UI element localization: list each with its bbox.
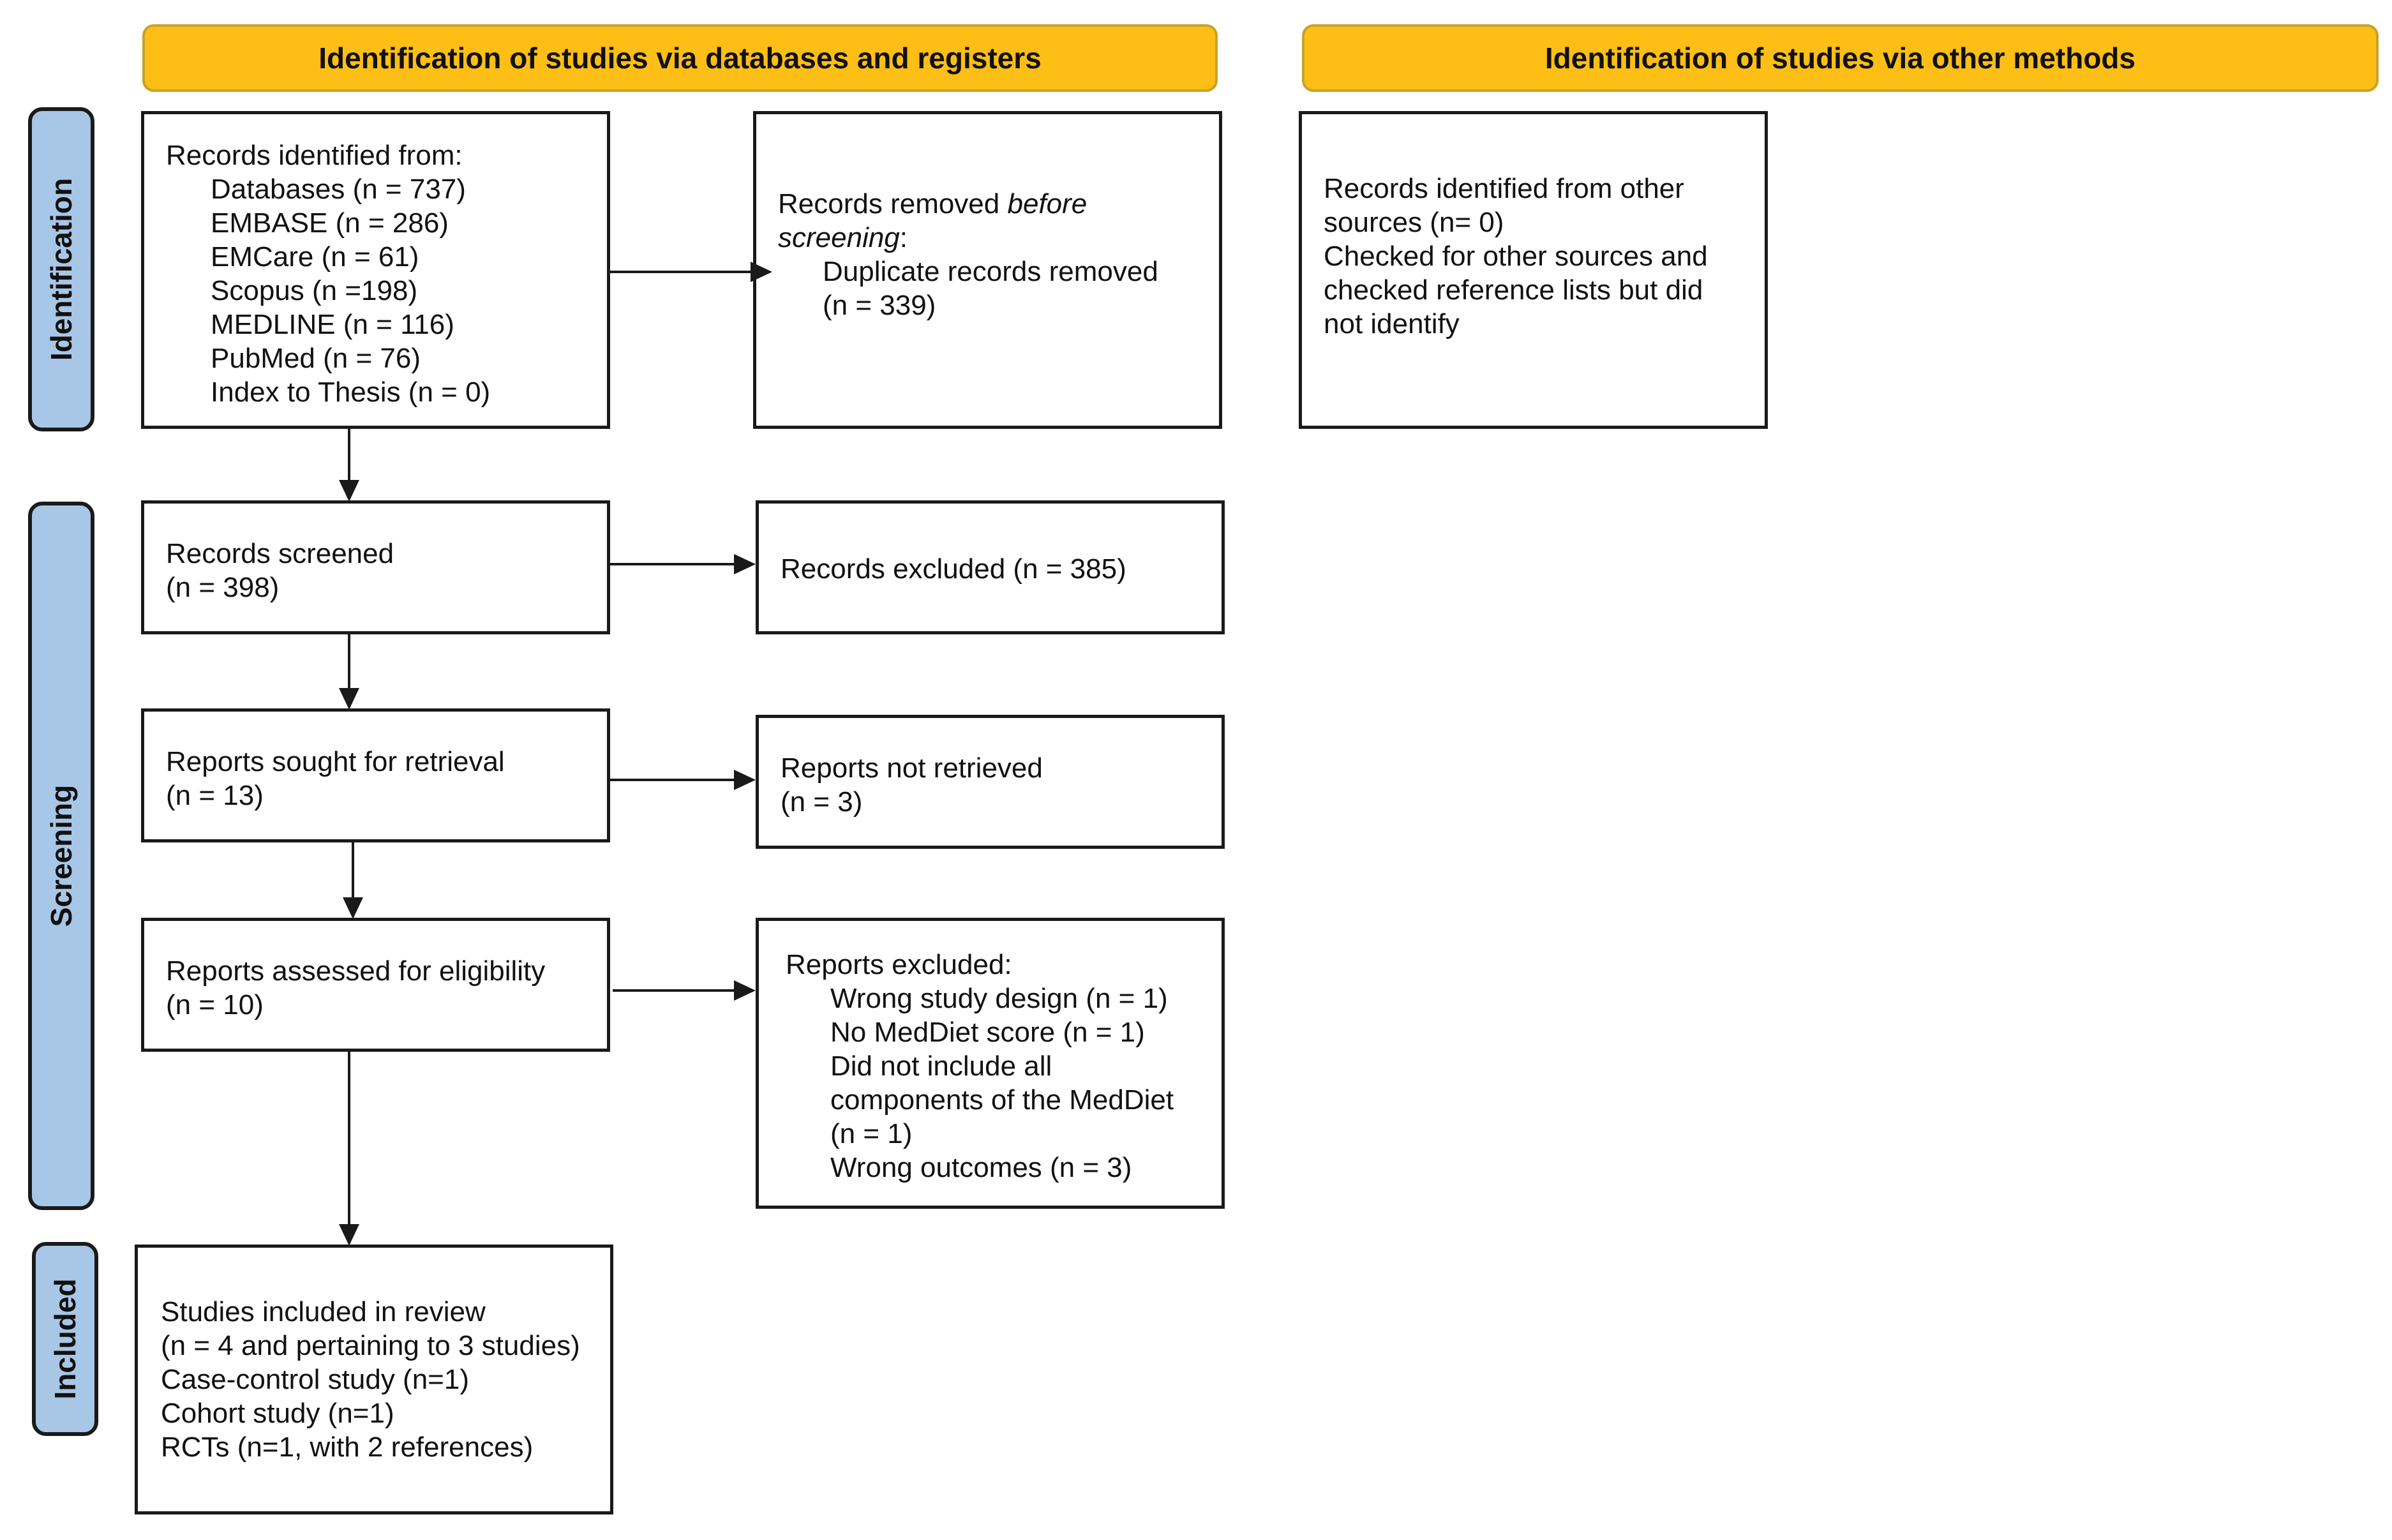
- other-sources-line-3: Checked for other sources and: [1324, 241, 1708, 272]
- reports-excluded-title: Reports excluded:: [786, 949, 1012, 980]
- excluded-no-meddiet-score: No MedDiet score (n = 1): [830, 1017, 1145, 1048]
- source-scopus: Scopus (n =198): [211, 275, 418, 306]
- arrowhead-records-excluded: [734, 554, 756, 574]
- records-excluded-label: Records excluded (n = 385): [781, 553, 1126, 585]
- reports-sought-box: Reports sought for retrieval (n = 13): [141, 708, 610, 842]
- header-databases: Identification of studies via databases …: [142, 24, 1218, 92]
- records-screened-box: Records screened (n = 398): [141, 500, 610, 634]
- records-identified-title: Records identified from:: [166, 140, 463, 171]
- source-embase: EMBASE (n = 286): [211, 207, 449, 239]
- source-pubmed: PubMed (n = 76): [211, 343, 421, 374]
- excluded-did-not-include: Did not include all: [830, 1050, 1052, 1082]
- studies-included-box: Studies included in review (n = 4 and pe…: [135, 1245, 613, 1514]
- duplicate-records-count: (n = 339): [823, 290, 936, 321]
- excluded-components: components of the MedDiet: [830, 1084, 1174, 1116]
- arrowhead-removed: [751, 262, 772, 282]
- reports-sought-label: Reports sought for retrieval: [166, 746, 505, 777]
- phase-included: Included: [32, 1242, 98, 1436]
- reports-sought-count: (n = 13): [166, 780, 264, 811]
- excluded-wrong-study-design: Wrong study design (n = 1): [830, 983, 1168, 1014]
- records-removed-heading: Records removed before: [778, 187, 1219, 221]
- other-sources-line-2: sources (n= 0): [1324, 207, 1504, 238]
- other-sources-line-5: not identify: [1324, 308, 1460, 340]
- other-sources-line-4: checked reference lists but did: [1324, 274, 1703, 306]
- studies-included-line-5: RCTs (n=1, with 2 references): [161, 1432, 534, 1463]
- duplicate-records-removed: Duplicate records removed: [823, 256, 1158, 287]
- studies-included-line-2: (n = 4 and pertaining to 3 studies): [161, 1330, 580, 1361]
- arrowhead-sought: [339, 688, 359, 710]
- source-databases: Databases (n = 737): [211, 174, 466, 205]
- records-removed-before: before: [1007, 188, 1088, 220]
- records-removed-prefix: Records removed: [778, 188, 1008, 220]
- reports-not-retrieved-count: (n = 3): [781, 786, 863, 818]
- source-index-to-thesis: Index to Thesis (n = 0): [211, 377, 491, 408]
- header-other-methods-label: Identification of studies via other meth…: [1544, 41, 2136, 75]
- records-identified-box: Records identified from: Databases (n = …: [141, 111, 610, 429]
- source-medline: MEDLINE (n = 116): [211, 309, 454, 340]
- arrowhead-not-retrieved: [734, 770, 756, 790]
- arrowhead-reports-excluded: [734, 980, 756, 1001]
- records-removed-screening: screening: [778, 222, 900, 253]
- reports-not-retrieved-label: Reports not retrieved: [781, 752, 1043, 784]
- arrowhead-included: [339, 1224, 359, 1246]
- phase-identification: Identification: [28, 107, 94, 431]
- excluded-components-count: (n = 1): [830, 1118, 913, 1149]
- studies-included-line-4: Cohort study (n=1): [161, 1398, 394, 1429]
- records-excluded-box: Records excluded (n = 385): [756, 500, 1225, 634]
- other-sources-line-1: Records identified from other: [1324, 173, 1684, 204]
- arrowhead-screened: [339, 480, 359, 502]
- phase-screening: Screening: [28, 502, 94, 1210]
- reports-not-retrieved-box: Reports not retrieved (n = 3): [756, 715, 1225, 849]
- reports-assessed-count: (n = 10): [166, 989, 264, 1020]
- reports-assessed-label: Reports assessed for eligibility: [166, 955, 546, 987]
- other-sources-box: Records identified from other sources (n…: [1299, 111, 1768, 429]
- studies-included-line-1: Studies included in review: [161, 1296, 486, 1327]
- records-removed-suffix: :: [899, 222, 908, 253]
- records-removed-heading-2: screening:: [778, 221, 1219, 255]
- reports-assessed-box: Reports assessed for eligibility (n = 10…: [141, 918, 610, 1052]
- arrowhead-assessed: [343, 897, 363, 919]
- header-other-methods: Identification of studies via other meth…: [1302, 24, 2379, 92]
- records-screened-count: (n = 398): [166, 572, 280, 603]
- records-screened-label: Records screened: [166, 538, 394, 569]
- excluded-wrong-outcomes: Wrong outcomes (n = 3): [830, 1152, 1132, 1183]
- source-emcare: EMCare (n = 61): [211, 241, 419, 273]
- header-databases-label: Identification of studies via databases …: [318, 41, 1042, 75]
- reports-excluded-box: Reports excluded: Wrong study design (n …: [756, 918, 1225, 1209]
- studies-included-line-3: Case-control study (n=1): [161, 1364, 469, 1395]
